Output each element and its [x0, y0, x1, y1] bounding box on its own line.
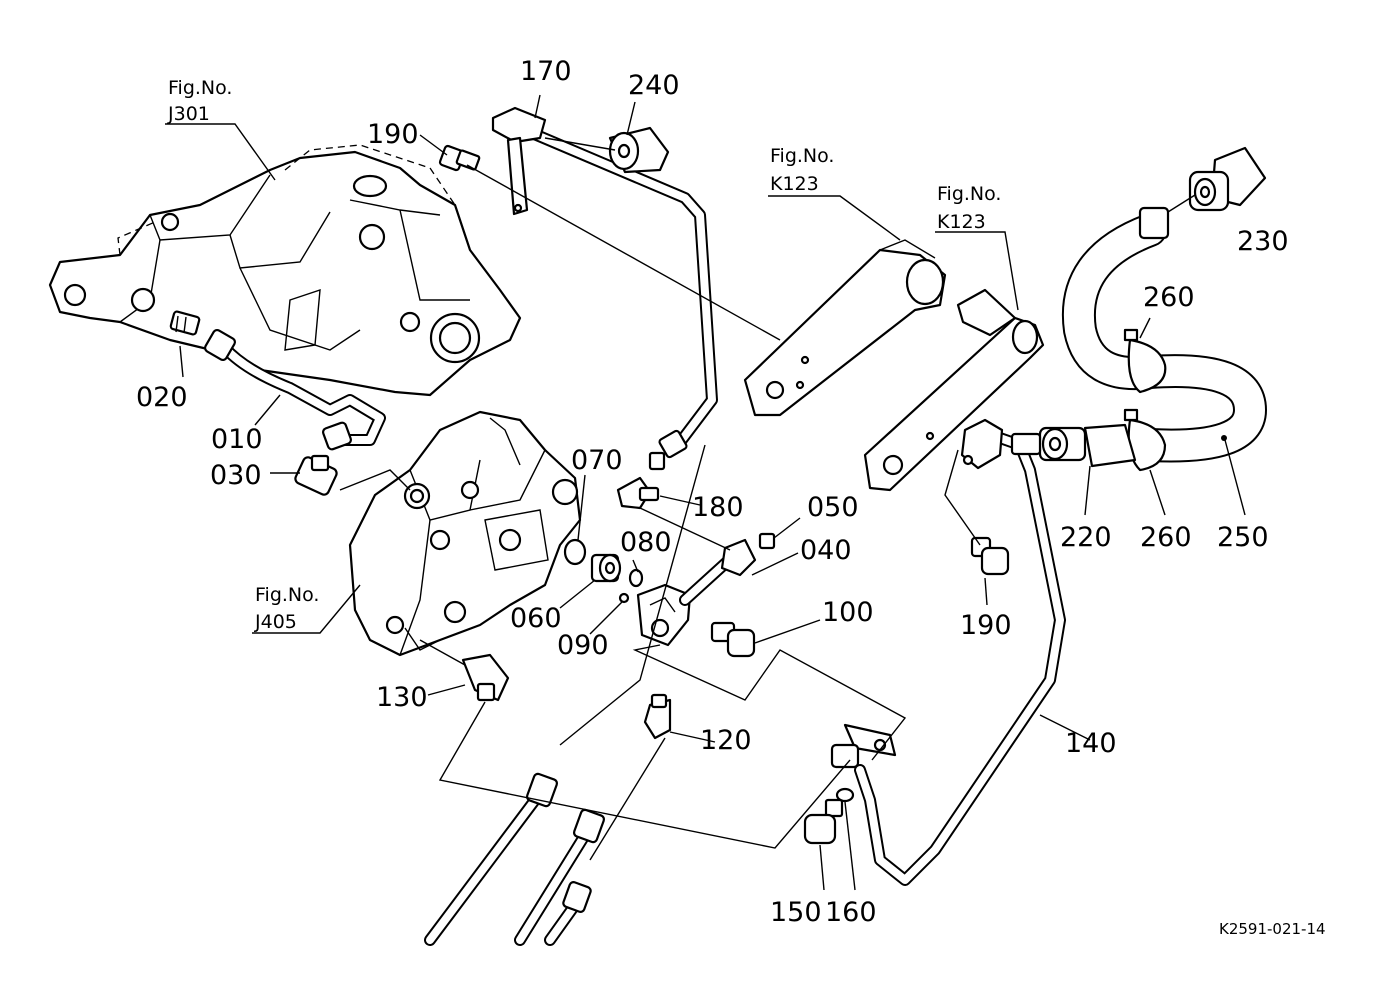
part-label-160: 160: [825, 897, 877, 928]
connector-220: [1010, 423, 1137, 468]
fitting-030: [294, 454, 338, 496]
oring-080: [628, 568, 644, 588]
bolt-190-upper: [438, 144, 481, 172]
part-label-120: 120: [700, 725, 752, 756]
bolt-150: [803, 798, 844, 845]
collar-240: [608, 126, 670, 174]
part-label-030: 030: [210, 460, 262, 491]
fitting-060: [590, 553, 622, 583]
arm-k123-b: [863, 288, 1045, 492]
elbow-120: [643, 693, 672, 740]
figure-ref-k123-a: Fig.No. K123: [770, 145, 834, 195]
part-label-090: 090: [557, 630, 609, 661]
ring-090: [618, 592, 630, 604]
lower-pipes: [424, 772, 606, 946]
part-label-220: 220: [1060, 522, 1112, 553]
svg-text:Fig.No.: Fig.No.: [255, 584, 319, 606]
part-label-070: 070: [571, 445, 623, 476]
part-label-260-upper: 260: [1143, 282, 1195, 313]
svg-text:Fig.No.: Fig.No.: [168, 77, 232, 99]
figure-ref-j405: Fig.No. J405: [254, 584, 319, 633]
svg-text:Fig.No.: Fig.No.: [770, 145, 834, 167]
pipe-010: [203, 328, 386, 451]
pipe-170: [491, 106, 718, 471]
part-label-020: 020: [136, 382, 188, 413]
clamp-260-upper: [1123, 328, 1167, 394]
svg-text:J301: J301: [167, 103, 210, 125]
leader-lines: [165, 94, 1246, 891]
elbow-130: [461, 653, 510, 702]
part-label-100: 100: [822, 597, 874, 628]
figure-ref-k123-b: Fig.No. K123: [937, 183, 1001, 233]
part-label-250: 250: [1217, 522, 1269, 553]
part-label-260-lower: 260: [1140, 522, 1192, 553]
part-label-040: 040: [800, 535, 852, 566]
svg-text:K123: K123: [770, 173, 819, 195]
svg-text:Fig.No.: Fig.No.: [937, 183, 1001, 205]
connector-230: [1188, 146, 1267, 212]
part-label-170: 170: [520, 56, 572, 87]
oring-070: [563, 538, 587, 566]
hose-250: [1061, 206, 1268, 463]
pump-j405: [348, 410, 582, 657]
part-label-080: 080: [620, 527, 672, 558]
bolt-100: [710, 621, 756, 658]
part-label-230: 230: [1237, 226, 1289, 257]
elbow-180: [616, 476, 660, 510]
svg-text:J405: J405: [254, 611, 297, 633]
part-label-190-upper: 190: [367, 119, 419, 150]
part-label-150: 150: [770, 897, 822, 928]
part-label-050: 050: [807, 492, 859, 523]
svg-text:K123: K123: [937, 211, 986, 233]
part-label-180: 180: [692, 492, 744, 523]
figure-ref-j301: Fig.No. J301: [167, 77, 232, 125]
fitting-020: [169, 310, 201, 336]
part-label-010: 010: [211, 424, 263, 455]
part-label-130: 130: [376, 682, 428, 713]
part-label-190-lower: 190: [960, 610, 1012, 641]
bracket-plate: [830, 723, 897, 769]
plug-050: [758, 532, 776, 550]
pipe-140: [854, 418, 1066, 886]
part-label-140: 140: [1065, 728, 1117, 759]
washer-160: [835, 787, 855, 803]
bolt-190-lower: [970, 536, 1010, 576]
part-label-240: 240: [628, 70, 680, 101]
manifold-block: [636, 538, 757, 647]
part-label-060: 060: [510, 603, 562, 634]
arm-k123-a: [743, 239, 947, 417]
housing-j301: [48, 144, 522, 397]
figure-code: K2591-021-14: [1219, 920, 1326, 938]
